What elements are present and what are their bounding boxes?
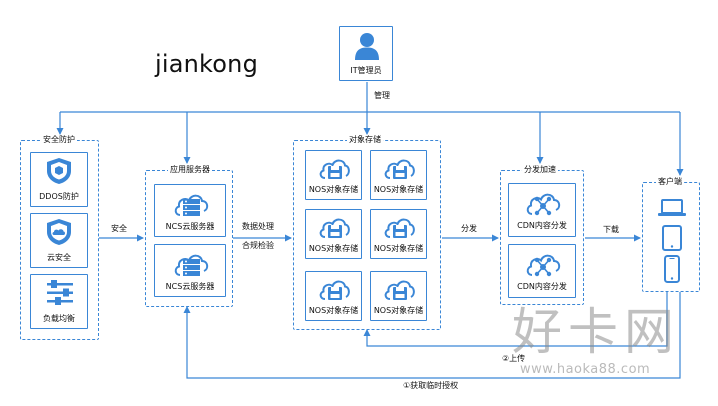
cloud-server-icon [174,194,209,216]
phone-icon[interactable] [664,255,680,283]
load-balancer-tile[interactable]: 负载均衡 [30,274,88,329]
shield-icon [47,158,71,184]
cloud-network-icon [526,254,561,277]
client-group: 客户端 [642,177,700,292]
upload-arrow [363,292,668,347]
nos-storage-label: NOS对象存储 [308,244,359,253]
nos-storage-tile[interactable]: NOS对象存储 [370,150,427,200]
security-group: 安全防护 DDOS防护 云安全 负载均衡 [20,135,99,340]
app-server-group-title: 应用服务器 [168,165,212,175]
nos-storage-tile[interactable]: NOS对象存储 [370,271,427,321]
nos-storage-tile[interactable]: NOS对象存储 [305,209,362,259]
ddos-protection-tile[interactable]: DDOS防护 [30,152,88,207]
nos-storage-tile[interactable]: NOS对象存储 [370,209,427,259]
temp-auth-arrow [183,292,681,379]
it-admin-tile[interactable]: IT管理员 [339,26,393,81]
cloud-disk-icon [384,280,415,300]
ncs-server-tile[interactable]: NCS云服务器 [154,184,226,237]
cdn-distribution-label: CDN内容分发 [517,282,567,291]
tablet-icon[interactable] [662,225,682,251]
cloud-security-tile[interactable]: 云安全 [30,213,88,268]
distribute-label: 分发 [461,224,477,233]
app-server-group: 应用服务器 NCS云服务器 NCS云服务器 [145,165,233,307]
cloud-shield-icon [47,219,71,245]
ncs-server-tile[interactable]: NCS云服务器 [154,244,226,297]
sliders-icon [47,280,73,305]
cloud-disk-icon [319,218,350,238]
cdn-group-title: 分发加速 [522,165,558,175]
object-storage-group: 对象存储 NOS对象存储 NOS对象存储 NOS对象存储 [293,135,441,330]
nos-storage-label: NOS对象存储 [308,306,359,315]
nos-storage-tile[interactable]: NOS对象存储 [305,271,362,321]
download-label: 下载 [603,225,619,234]
nos-storage-label: NOS对象存储 [308,185,359,194]
cloud-network-icon [526,193,561,216]
data-processing-label: 数据处理 [242,222,274,231]
compliance-check-label: 合规检验 [242,241,274,250]
upload-label: ②上传 [502,354,526,363]
cloud-security-label: 云安全 [47,253,71,262]
client-group-title: 客户端 [656,177,684,187]
security-label: 安全 [111,224,127,233]
ncs-server-label: NCS云服务器 [165,222,215,231]
ncs-server-label: NCS云服务器 [165,282,215,291]
get-temp-auth-label: ①获取临时授权 [403,381,459,390]
nos-storage-label: NOS对象存储 [373,244,424,253]
object-storage-group-title: 对象存储 [347,135,383,145]
page-title: jiankong [155,50,259,78]
it-admin-label: IT管理员 [350,66,382,75]
nos-storage-label: NOS对象存储 [373,185,424,194]
watermark-logo: 好卡网 [512,303,680,361]
cloud-disk-icon [319,280,350,300]
cloud-server-icon [174,254,209,276]
security-group-title: 安全防护 [41,135,77,145]
watermark-url: www.haoka88.com [520,362,651,377]
nos-storage-label: NOS对象存储 [373,306,424,315]
cdn-distribution-tile[interactable]: CDN内容分发 [508,244,576,298]
user-icon [355,33,379,60]
ddos-protection-label: DDOS防护 [39,192,79,201]
cloud-disk-icon [384,218,415,238]
manage-label: 管理 [374,91,390,100]
nos-storage-tile[interactable]: NOS对象存储 [305,150,362,200]
cdn-distribution-tile[interactable]: CDN内容分发 [508,183,576,237]
laptop-icon[interactable] [658,199,686,217]
cdn-group: 分发加速 CDN内容分发 CDN内容分发 [500,165,584,305]
cloud-disk-icon [384,159,415,179]
cloud-disk-icon [319,159,350,179]
cdn-distribution-label: CDN内容分发 [517,221,567,230]
load-balancer-label: 负载均衡 [43,314,75,323]
